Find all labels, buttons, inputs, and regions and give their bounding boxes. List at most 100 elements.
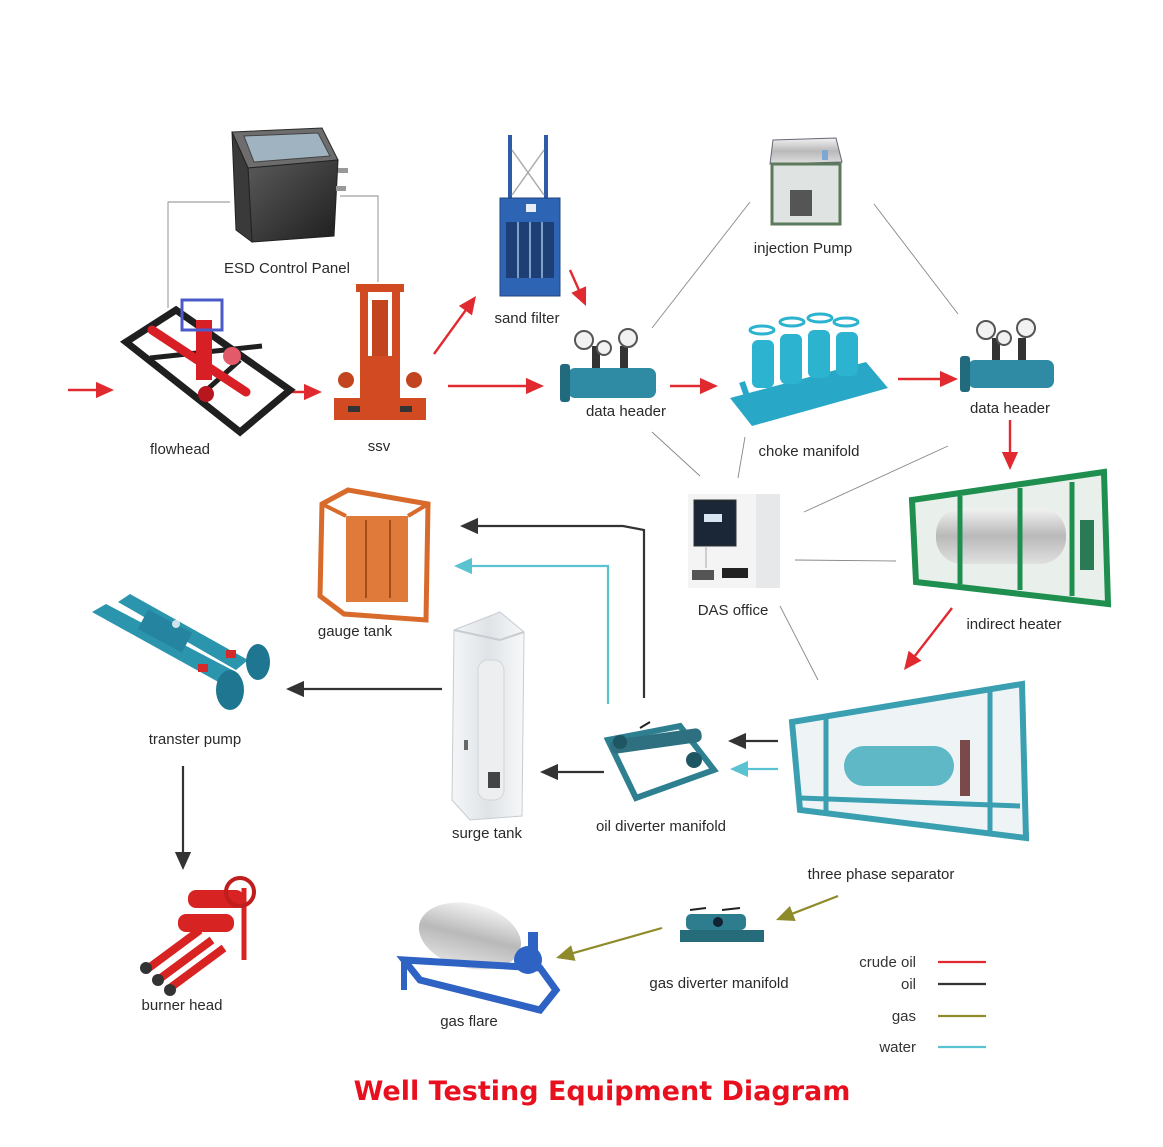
oil-diverter-manifold: oil diverter manifold xyxy=(596,721,726,835)
gas-diverter-manifold-icon xyxy=(680,907,764,942)
oil-diverter-manifold-label: oil diverter manifold xyxy=(596,818,726,835)
arrowhead-icon xyxy=(454,557,472,575)
flow-arrow-crude-oil xyxy=(904,607,953,670)
data-header-2-label: data header xyxy=(970,400,1050,417)
signal-line xyxy=(803,445,949,513)
gas-flare-label: gas flare xyxy=(440,1013,498,1030)
legend-label: water xyxy=(878,1039,916,1056)
signal-line xyxy=(340,195,379,282)
three-phase-separator-icon xyxy=(788,680,1030,842)
arrowhead-icon xyxy=(458,296,476,316)
arrowhead-icon xyxy=(730,760,748,778)
burner-head-icon xyxy=(140,876,256,996)
flow-line xyxy=(466,564,610,704)
data-header-2: data header xyxy=(960,318,1054,417)
sand-filter: sand filter xyxy=(494,135,561,327)
gas-diverter-manifold: gas diverter manifold xyxy=(649,907,789,992)
indirect-heater-icon xyxy=(908,468,1112,608)
burner-head-label: burner head xyxy=(142,997,223,1014)
flow-arrow-crude-oil xyxy=(568,269,587,306)
ssv-label: ssv xyxy=(368,438,391,455)
arrowhead-icon xyxy=(556,945,576,961)
flow-line xyxy=(472,524,646,698)
flow-arrows xyxy=(68,269,1019,961)
flow-arrow-gas xyxy=(776,894,839,922)
arrowhead-icon xyxy=(540,763,558,781)
esd-control-panel: ESD Control Panel xyxy=(224,127,350,277)
arrowhead-icon xyxy=(700,377,718,395)
flow-arrow-oil xyxy=(286,680,442,698)
das-office: DAS office xyxy=(688,494,780,619)
flow-arrow-crude-oil xyxy=(68,381,114,399)
flow-arrow-crude-oil xyxy=(290,383,322,401)
legend: crude oil oil gas water xyxy=(859,954,986,1056)
signal-line xyxy=(737,436,746,479)
arrowhead-icon xyxy=(940,370,958,388)
arrowhead-icon xyxy=(96,381,114,399)
signal-line xyxy=(873,203,959,315)
flow-arrow-water xyxy=(454,557,610,704)
arrowhead-icon xyxy=(776,905,796,922)
oil-diverter-manifold-icon xyxy=(603,721,719,802)
transfer-pump: transter pump xyxy=(92,594,270,748)
signal-line xyxy=(779,605,819,681)
das-office-icon xyxy=(688,494,780,588)
injection-pump: injection Pump xyxy=(754,137,852,257)
signal-lines xyxy=(167,195,959,681)
three-phase-separator: three phase separator xyxy=(788,680,1030,883)
arrowhead-icon xyxy=(571,286,587,306)
das-office-label: DAS office xyxy=(698,602,769,619)
flow-arrow-oil xyxy=(174,766,192,870)
surge-tank: surge tank xyxy=(451,611,525,842)
ssv-icon xyxy=(334,284,426,420)
legend-item: water xyxy=(878,1039,986,1056)
flow-arrow-crude-oil xyxy=(433,296,476,355)
arrowhead-icon xyxy=(460,517,478,535)
arrowhead-icon xyxy=(728,732,746,750)
arrowhead-icon xyxy=(304,383,322,401)
signal-line xyxy=(651,431,701,477)
data-header-1-label: data header xyxy=(586,403,666,420)
flow-arrow-crude-oil xyxy=(448,377,544,395)
flow-arrow-crude-oil xyxy=(670,377,718,395)
arrowhead-icon xyxy=(174,852,192,870)
data-header-icon xyxy=(560,328,656,402)
esd-control-panel-label: ESD Control Panel xyxy=(224,260,350,277)
indirect-heater: indirect heater xyxy=(908,468,1112,633)
flow-line xyxy=(910,607,953,662)
indirect-heater-label: indirect heater xyxy=(966,616,1061,633)
esd-control-panel-icon xyxy=(231,127,348,244)
transfer-pump-label: transter pump xyxy=(149,731,242,748)
flow-arrow-oil xyxy=(728,732,778,750)
flow-line xyxy=(786,894,839,917)
flow-arrow-gas xyxy=(556,926,663,961)
flow-arrow-oil xyxy=(460,517,646,698)
signal-line xyxy=(651,201,751,329)
flowhead: flowhead xyxy=(119,298,296,458)
flow-arrow-oil xyxy=(540,763,604,781)
gauge-tank-label: gauge tank xyxy=(318,623,393,640)
legend-label: crude oil xyxy=(859,954,916,971)
legend-item: oil xyxy=(901,976,986,993)
gas-flare: gas flare xyxy=(396,902,561,1030)
legend-label: oil xyxy=(901,976,916,993)
sand-filter-label: sand filter xyxy=(494,310,559,327)
legend-item: gas xyxy=(892,1008,986,1025)
flowhead-label: flowhead xyxy=(150,441,210,458)
data-header-icon xyxy=(960,318,1054,392)
diagram-title: Well Testing Equipment Diagram xyxy=(354,1076,851,1107)
arrowhead-icon xyxy=(526,377,544,395)
flow-arrow-water xyxy=(730,760,778,778)
gauge-tank-icon xyxy=(317,487,431,623)
signal-line xyxy=(794,559,897,562)
flow-arrow-crude-oil xyxy=(898,370,958,388)
flow-arrow-crude-oil xyxy=(1001,420,1019,470)
arrowhead-icon xyxy=(286,680,304,698)
legend-item: crude oil xyxy=(859,954,986,971)
flow-line xyxy=(567,926,663,956)
arrowhead-icon xyxy=(904,650,922,670)
choke-manifold: choke manifold xyxy=(730,312,888,460)
injection-pump-icon xyxy=(769,137,843,226)
flowhead-icon xyxy=(119,298,296,437)
